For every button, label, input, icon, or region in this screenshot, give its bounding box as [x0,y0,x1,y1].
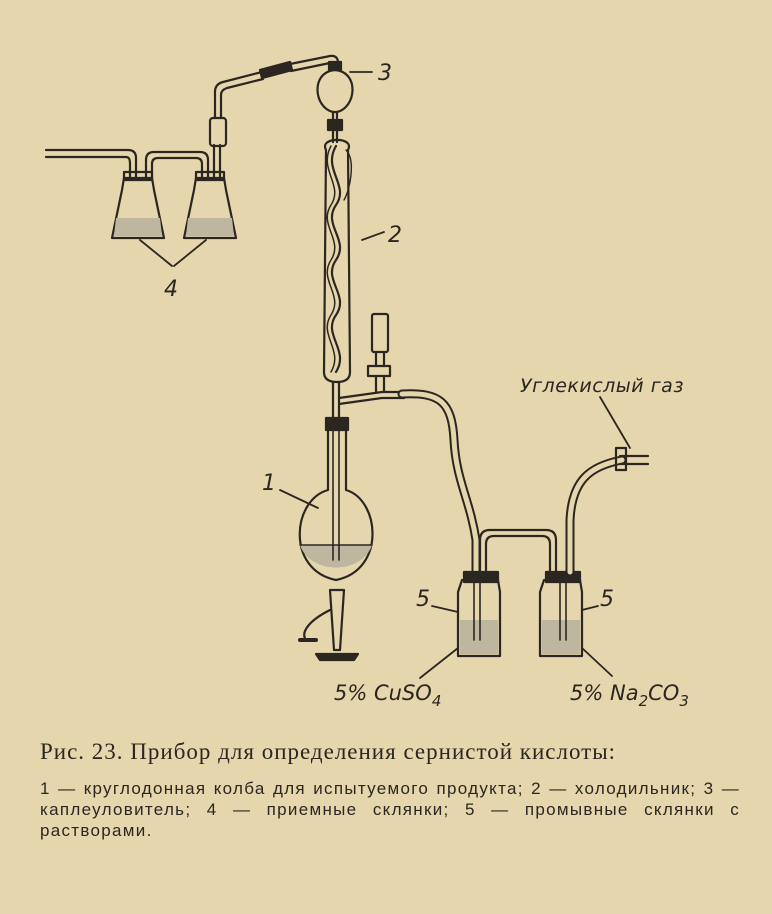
label-4: 4 [164,277,178,302]
inner-tube [332,429,340,561]
rubber-hose-right [565,455,627,577]
stopcock [366,364,392,378]
apparatus-diagram: 3 2 4 1 5 5 Углекислый газ 5% CuSO4 5% N… [44,54,689,710]
gas-label: Углекислый газ [520,375,684,397]
caption-title: Рис. 23. Прибор для определения сернисто… [40,739,617,764]
adapter-bulb [208,116,228,148]
caption-legend: 1 — круглодонная колба для испытуемого п… [40,779,740,840]
label-2-leader [361,231,385,241]
label-5-left-leader [431,605,459,613]
na2co3-leader [581,647,613,677]
label-4-leaders [139,239,207,267]
side-arm [337,312,481,583]
na2co3-label: 5% Na2CO3 [570,681,689,710]
label-5-right: 5 [600,587,614,612]
round-bottom-flask [279,416,374,662]
receiving-flasks [44,54,340,267]
label-5-left: 5 [416,587,430,612]
bottle-connector [478,528,558,580]
label-2: 2 [388,223,402,248]
label-1-leader [279,489,319,509]
dropping-funnel [370,312,390,354]
condenser [322,128,385,422]
burner [328,588,346,652]
figure-caption: Рис. 23. Прибор для определения сернисто… [40,738,740,841]
rubber-joint [258,60,294,80]
drop-catcher [316,60,373,132]
cuso4-leader [419,647,459,679]
gas-inlet-tube [618,454,650,466]
flask-body [298,428,374,582]
label-3: 3 [378,61,392,86]
wash-bottles [419,396,650,679]
drop-catcher-bulb [316,68,354,114]
inlet-tube [44,148,138,180]
flask-liquid [300,545,372,568]
label-5-right-leader [581,605,599,611]
cuso4-label: 5% CuSO4 [334,681,441,710]
label-1: 1 [262,471,276,496]
apparatus-svg: 3 2 4 1 5 5 Углекислый газ 5% CuSO4 5% N… [44,54,689,710]
condenser-jacket [322,138,352,384]
connecting-tube [144,150,210,180]
gas-stopcock [614,446,628,472]
gas-label-leader [599,396,631,449]
flask-stopper [324,416,350,432]
condenser-coil [330,144,342,374]
